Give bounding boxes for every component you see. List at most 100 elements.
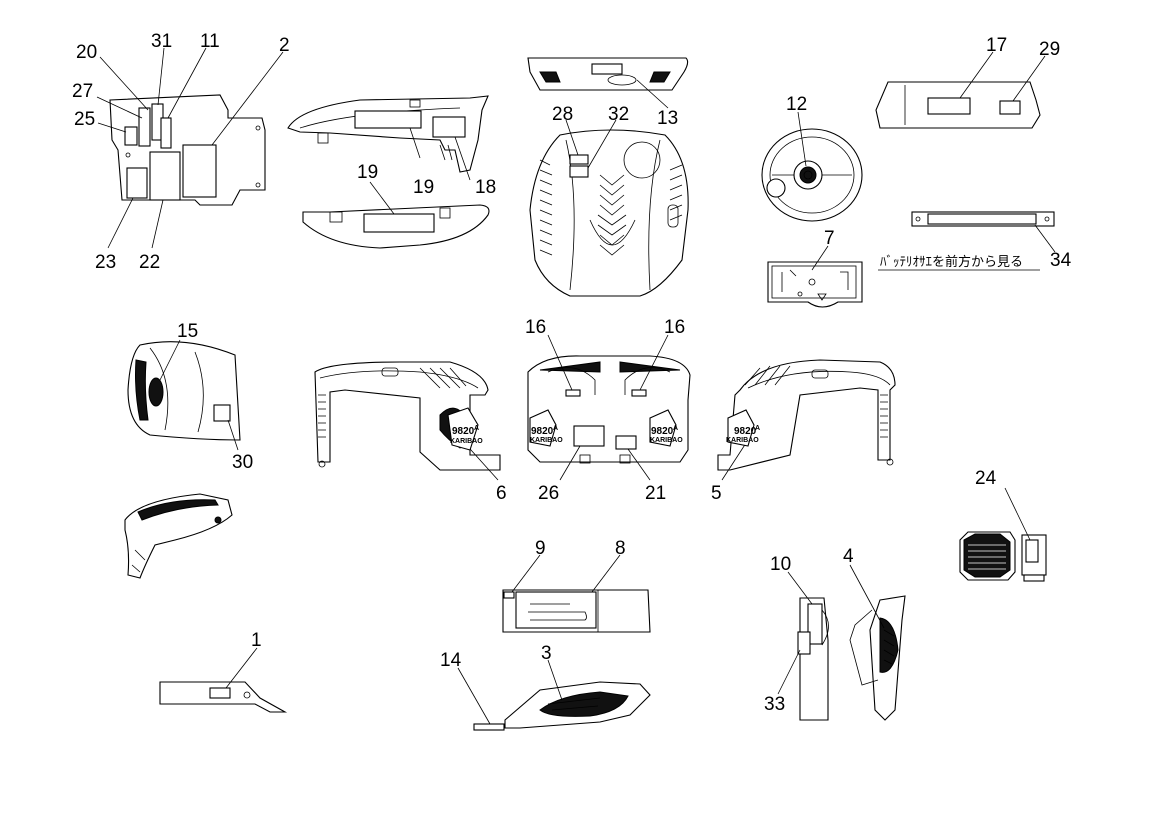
brand-badge-left: 9820 A KARIBAO <box>447 407 483 451</box>
svg-text:9820: 9820 <box>734 426 757 437</box>
fender-bottom-part <box>302 204 490 249</box>
decal-13 <box>591 63 623 75</box>
side-panel-right <box>777 571 829 721</box>
svg-text:9820: 9820 <box>531 426 554 437</box>
plate-part <box>159 647 288 713</box>
decal-1 <box>209 687 231 699</box>
callout-13: 13 <box>657 108 678 129</box>
leaders-top-left <box>96 47 284 249</box>
decal-29 <box>999 100 1021 115</box>
hood-front <box>127 339 241 451</box>
decal-9 <box>503 591 515 599</box>
left-panel-part <box>109 94 266 206</box>
callout-19-bottom: 19 <box>357 162 378 183</box>
decal-18 <box>432 116 466 138</box>
brand-badge-right: 9820 A KARIBAO <box>726 409 760 447</box>
armrest-part <box>124 493 233 579</box>
decal-14 <box>473 723 505 731</box>
svg-text:9820: 9820 <box>452 426 475 437</box>
decal-16-left <box>565 389 581 397</box>
brand-badge-rear-left: 9820 A KARIBAO <box>529 409 563 447</box>
callout-6: 6 <box>496 483 507 504</box>
callout-26: 26 <box>538 483 559 504</box>
callout-2: 2 <box>279 35 290 56</box>
decal-22 <box>149 151 181 201</box>
callout-15: 15 <box>177 321 198 342</box>
callout-19-top: 19 <box>413 177 434 198</box>
svg-text:A: A <box>755 425 760 432</box>
callout-18: 18 <box>475 177 496 198</box>
decal-34 <box>927 213 1037 225</box>
engine-cover-top <box>527 57 689 109</box>
decal-25 <box>124 126 138 146</box>
callout-29: 29 <box>1039 39 1060 60</box>
callout-21: 21 <box>645 483 666 504</box>
callout-27: 27 <box>72 81 93 102</box>
svg-text:KARIBAO: KARIBAO <box>726 437 759 444</box>
decal-19-top <box>354 110 422 129</box>
callout-14: 14 <box>440 650 462 671</box>
decal-17 <box>927 97 971 115</box>
callout-5: 5 <box>711 483 722 504</box>
battery-strap <box>878 211 1056 271</box>
decal-33 <box>797 631 811 655</box>
callout-10: 10 <box>770 554 791 575</box>
callout-16-right: 16 <box>664 317 685 338</box>
callout-9: 9 <box>535 538 546 559</box>
fender-rear <box>527 334 691 481</box>
tray-part <box>502 554 651 633</box>
callout-17: 17 <box>986 35 1007 56</box>
callout-11: 11 <box>200 31 220 52</box>
svg-text:9820: 9820 <box>651 426 674 437</box>
callout-7: 7 <box>824 228 835 249</box>
callout-22: 22 <box>139 252 160 273</box>
callout-16-left: 16 <box>525 317 546 338</box>
decal-23 <box>126 167 148 199</box>
svg-text:KARIBAO: KARIBAO <box>450 438 483 445</box>
callout-3: 3 <box>541 643 552 664</box>
decal-28 <box>569 154 589 165</box>
svg-text:KARIBAO: KARIBAO <box>650 437 683 444</box>
fan-grille-part <box>959 487 1047 582</box>
decal-24 <box>1025 539 1039 563</box>
callout-12: 12 <box>786 94 807 115</box>
svg-text:A: A <box>673 425 678 432</box>
callout-numbers: 1 2 3 4 5 6 7 8 9 10 11 12 13 14 15 16 1… <box>72 31 1072 715</box>
decal-8 <box>515 591 597 629</box>
decal-21 <box>615 435 637 450</box>
decal-26 <box>573 425 605 447</box>
decal-30 <box>213 404 231 422</box>
fender-top-part <box>287 95 489 173</box>
engine-shroud <box>529 129 689 297</box>
bracket-part <box>767 245 863 308</box>
callout-28: 28 <box>552 104 573 125</box>
svg-text:A: A <box>553 425 558 432</box>
right-top-panel <box>875 51 1046 129</box>
callout-34: 34 <box>1050 250 1072 271</box>
brand-badge-rear-right: 9820 A KARIBAO <box>649 409 683 447</box>
svg-text:A: A <box>474 425 479 432</box>
callout-8: 8 <box>615 538 626 559</box>
callout-1: 1 <box>251 630 262 651</box>
callout-23: 23 <box>95 252 116 273</box>
callout-20: 20 <box>76 42 97 63</box>
side-cover-part <box>457 659 651 731</box>
decal-2 <box>182 144 217 198</box>
callout-31: 31 <box>151 31 172 52</box>
steering-wheel <box>761 111 863 222</box>
callout-24: 24 <box>975 468 997 489</box>
callout-4: 4 <box>843 546 854 567</box>
callout-30: 30 <box>232 452 253 473</box>
badge-15 <box>148 377 164 407</box>
callout-25: 25 <box>74 109 95 130</box>
svg-text:KARIBAO: KARIBAO <box>530 437 563 444</box>
decal-31 <box>160 117 172 149</box>
decal-10 <box>807 603 823 645</box>
battery-note: ﾊﾞｯﾃﾘｵｻｴを前方から見る <box>880 254 1023 269</box>
leaders-top-center <box>565 119 617 169</box>
door-panel-right <box>849 564 906 721</box>
decal-27 <box>138 107 151 147</box>
decal-16-right <box>631 389 647 397</box>
decal-19-bottom <box>363 213 435 233</box>
